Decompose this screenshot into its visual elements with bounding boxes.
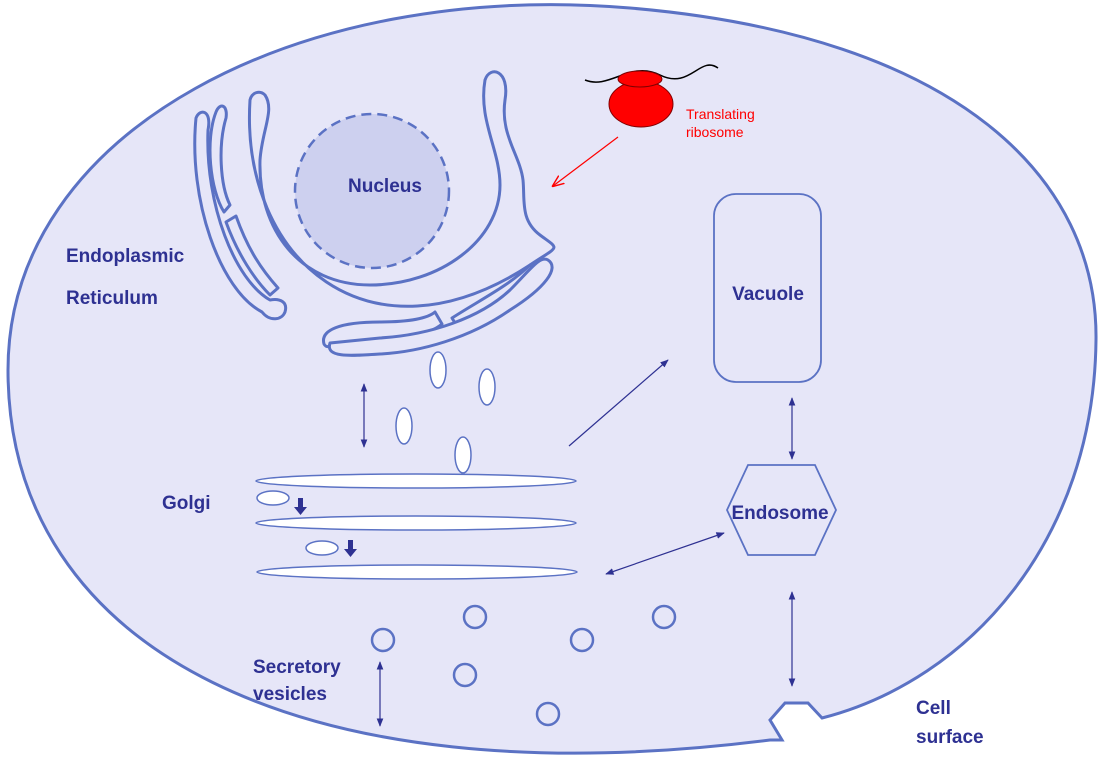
golgi-cisterna <box>257 565 577 579</box>
golgi-cisterna <box>256 474 576 488</box>
golgi-vesicle <box>306 541 338 555</box>
transport-vesicle <box>479 369 495 405</box>
endosome-label: Endosome <box>731 503 828 524</box>
transport-vesicle <box>430 352 446 388</box>
cell-surface-label-line1: Cell <box>916 698 951 719</box>
vacuole-label: Vacuole <box>732 284 804 305</box>
secretory-label-line1: Secretory <box>253 657 341 678</box>
transport-vesicle <box>396 408 412 444</box>
cell-membrane <box>8 5 1096 753</box>
er-label-line2: Reticulum <box>66 288 158 309</box>
golgi-cisterna <box>256 516 576 530</box>
golgi-label: Golgi <box>162 493 211 514</box>
transport-vesicle <box>455 437 471 473</box>
cell-surface-label-line2: surface <box>916 727 984 748</box>
ribosome-label-line2: ribosome <box>686 124 744 140</box>
er-label-line1: Endoplasmic <box>66 246 185 267</box>
nucleus-label: Nucleus <box>348 176 422 197</box>
ribosome-label-line1: Translating <box>686 106 755 122</box>
secretory-label-line2: vesicles <box>253 684 327 705</box>
golgi-vesicle <box>257 491 289 505</box>
